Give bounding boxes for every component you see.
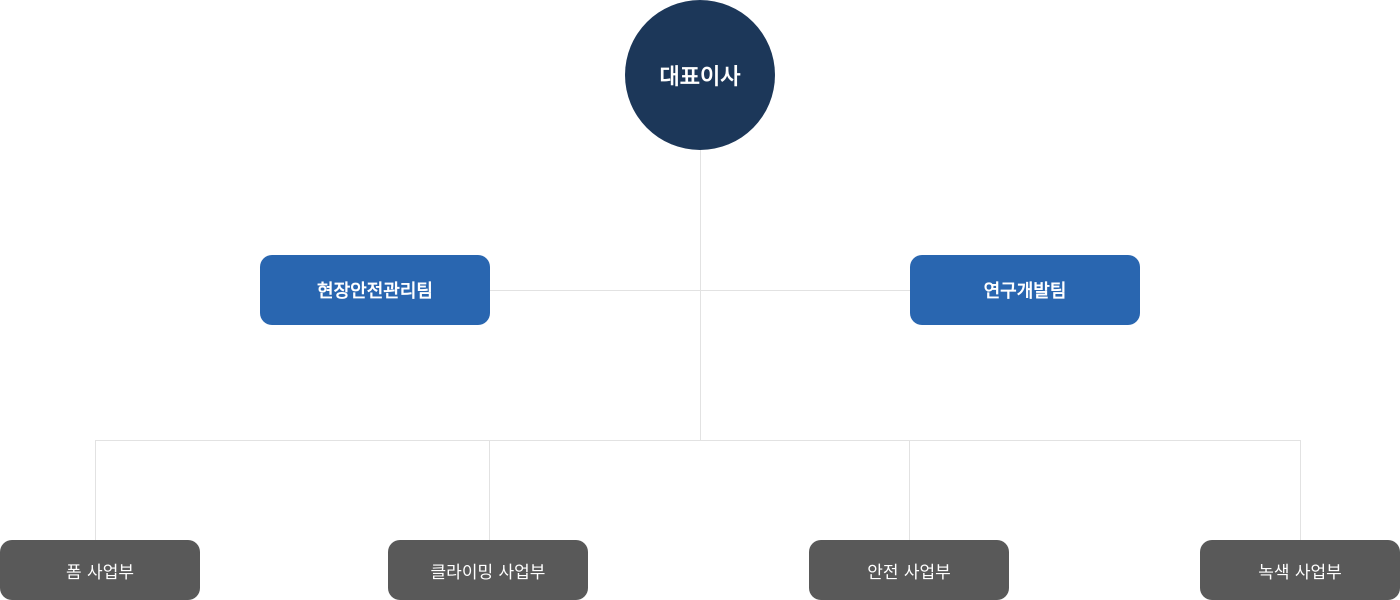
team-label: 연구개발팀 <box>983 281 1067 302</box>
division-label: 폼 사업부 <box>66 562 134 583</box>
division-label: 안전 사업부 <box>867 562 951 583</box>
connector-ceo-vertical <box>700 150 701 441</box>
division-node-form: 폼 사업부 <box>0 540 200 600</box>
division-node-climbing: 클라이밍 사업부 <box>388 540 588 600</box>
connector-division-1 <box>95 440 96 540</box>
division-label: 클라이밍 사업부 <box>430 562 546 583</box>
division-label: 녹색 사업부 <box>1258 562 1342 583</box>
connector-division-4 <box>1300 440 1301 540</box>
connector-divisions-horizontal <box>95 440 1301 441</box>
team-node-rnd: 연구개발팀 <box>910 255 1140 325</box>
ceo-node: 대표이사 <box>625 0 775 150</box>
connector-division-2 <box>489 440 490 540</box>
connector-division-3 <box>909 440 910 540</box>
team-label: 현장안전관리팀 <box>317 281 433 302</box>
division-node-green: 녹색 사업부 <box>1200 540 1400 600</box>
ceo-label: 대표이사 <box>659 65 741 90</box>
team-node-site-safety: 현장안전관리팀 <box>260 255 490 325</box>
connector-teams-horizontal <box>490 290 910 291</box>
division-node-safety: 안전 사업부 <box>809 540 1009 600</box>
